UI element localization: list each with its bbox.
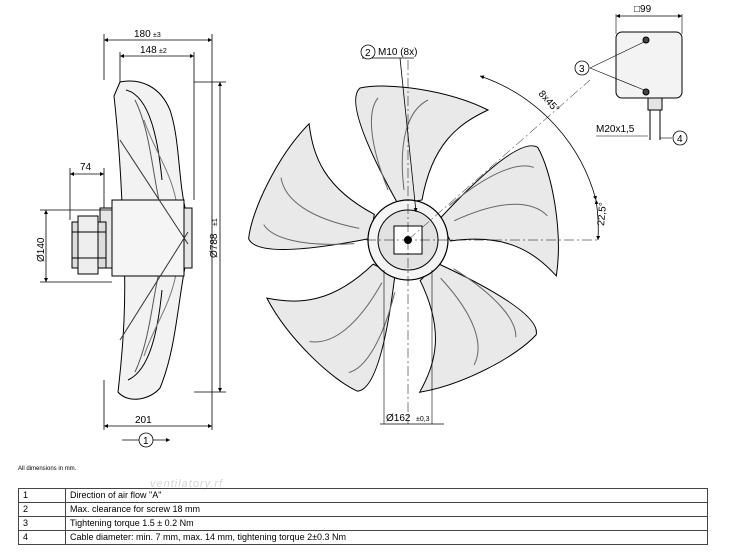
legend-num: 2 — [18, 502, 66, 517]
legend-row: 3 Tightening torque 1.5 ± 0.2 Nm — [18, 516, 708, 531]
fan-technical-drawing: 180 ±3 148 ±2 74 201 Ø140 Ø788 ±1 1 — [36, 4, 688, 448]
side-dimension-texts: 180 ±3 148 ±2 74 201 Ø140 Ø788 ±1 1 — [36, 29, 220, 447]
legend-num: 3 — [18, 516, 66, 531]
callout-3: 3 — [579, 64, 585, 75]
dim-8x45: 8x45° — [536, 89, 561, 115]
dim-180: 180 — [134, 29, 151, 40]
legend-text: Cable diameter: min. 7 mm, max. 14 mm, t… — [65, 530, 708, 545]
dim-788: Ø788 — [209, 233, 220, 258]
dim-74: 74 — [80, 162, 92, 173]
legend-row: 4 Cable diameter: min. 7 mm, max. 14 mm,… — [18, 530, 708, 545]
side-dimension-lines — [40, 34, 226, 448]
terminal-box-detail — [574, 14, 688, 146]
legend-text: Max. clearance for screw 18 mm — [65, 502, 708, 517]
dim-788-tol: ±1 — [212, 218, 219, 226]
dim-22-5: 22,5° — [596, 202, 609, 226]
dim-140: Ø140 — [36, 237, 47, 262]
dim-162-tol: ±0,3 — [416, 416, 430, 423]
dim-180-tol: ±3 — [153, 32, 161, 39]
dim-162: Ø162 — [386, 413, 411, 424]
callout-4: 4 — [677, 134, 683, 145]
blade — [355, 85, 490, 205]
legend-num: 1 — [18, 488, 66, 503]
side-view — [71, 80, 193, 400]
dim-99: □99 — [634, 4, 652, 15]
blade — [418, 262, 537, 393]
legend-row: 2 Max. clearance for screw 18 mm — [18, 502, 708, 517]
legend-text: Tightening torque 1.5 ± 0.2 Nm — [65, 516, 708, 531]
front-view — [248, 44, 601, 425]
dim-m10: M10 (8x) — [378, 47, 417, 58]
dim-148: 148 — [140, 45, 157, 56]
terminal-box-texts: □99 3 M20x1,5 4 — [579, 4, 683, 145]
callout-2: 2 — [365, 48, 371, 59]
dim-m20: M20x1,5 — [596, 124, 635, 135]
watermark: ventilatory.rf — [150, 478, 224, 490]
legend-num: 4 — [18, 530, 66, 545]
units-note: All dimensions in mm. — [18, 466, 77, 472]
callout-1: 1 — [143, 436, 149, 447]
blade — [265, 263, 396, 392]
legend-table: 1 Direction of air flow "A" 2 Max. clear… — [18, 488, 708, 545]
blade — [248, 122, 375, 250]
legend-row: 1 Direction of air flow "A" — [18, 488, 708, 503]
dim-201: 201 — [135, 415, 152, 426]
dim-148-tol: ±2 — [159, 48, 167, 55]
legend-text: Direction of air flow "A" — [65, 488, 708, 503]
